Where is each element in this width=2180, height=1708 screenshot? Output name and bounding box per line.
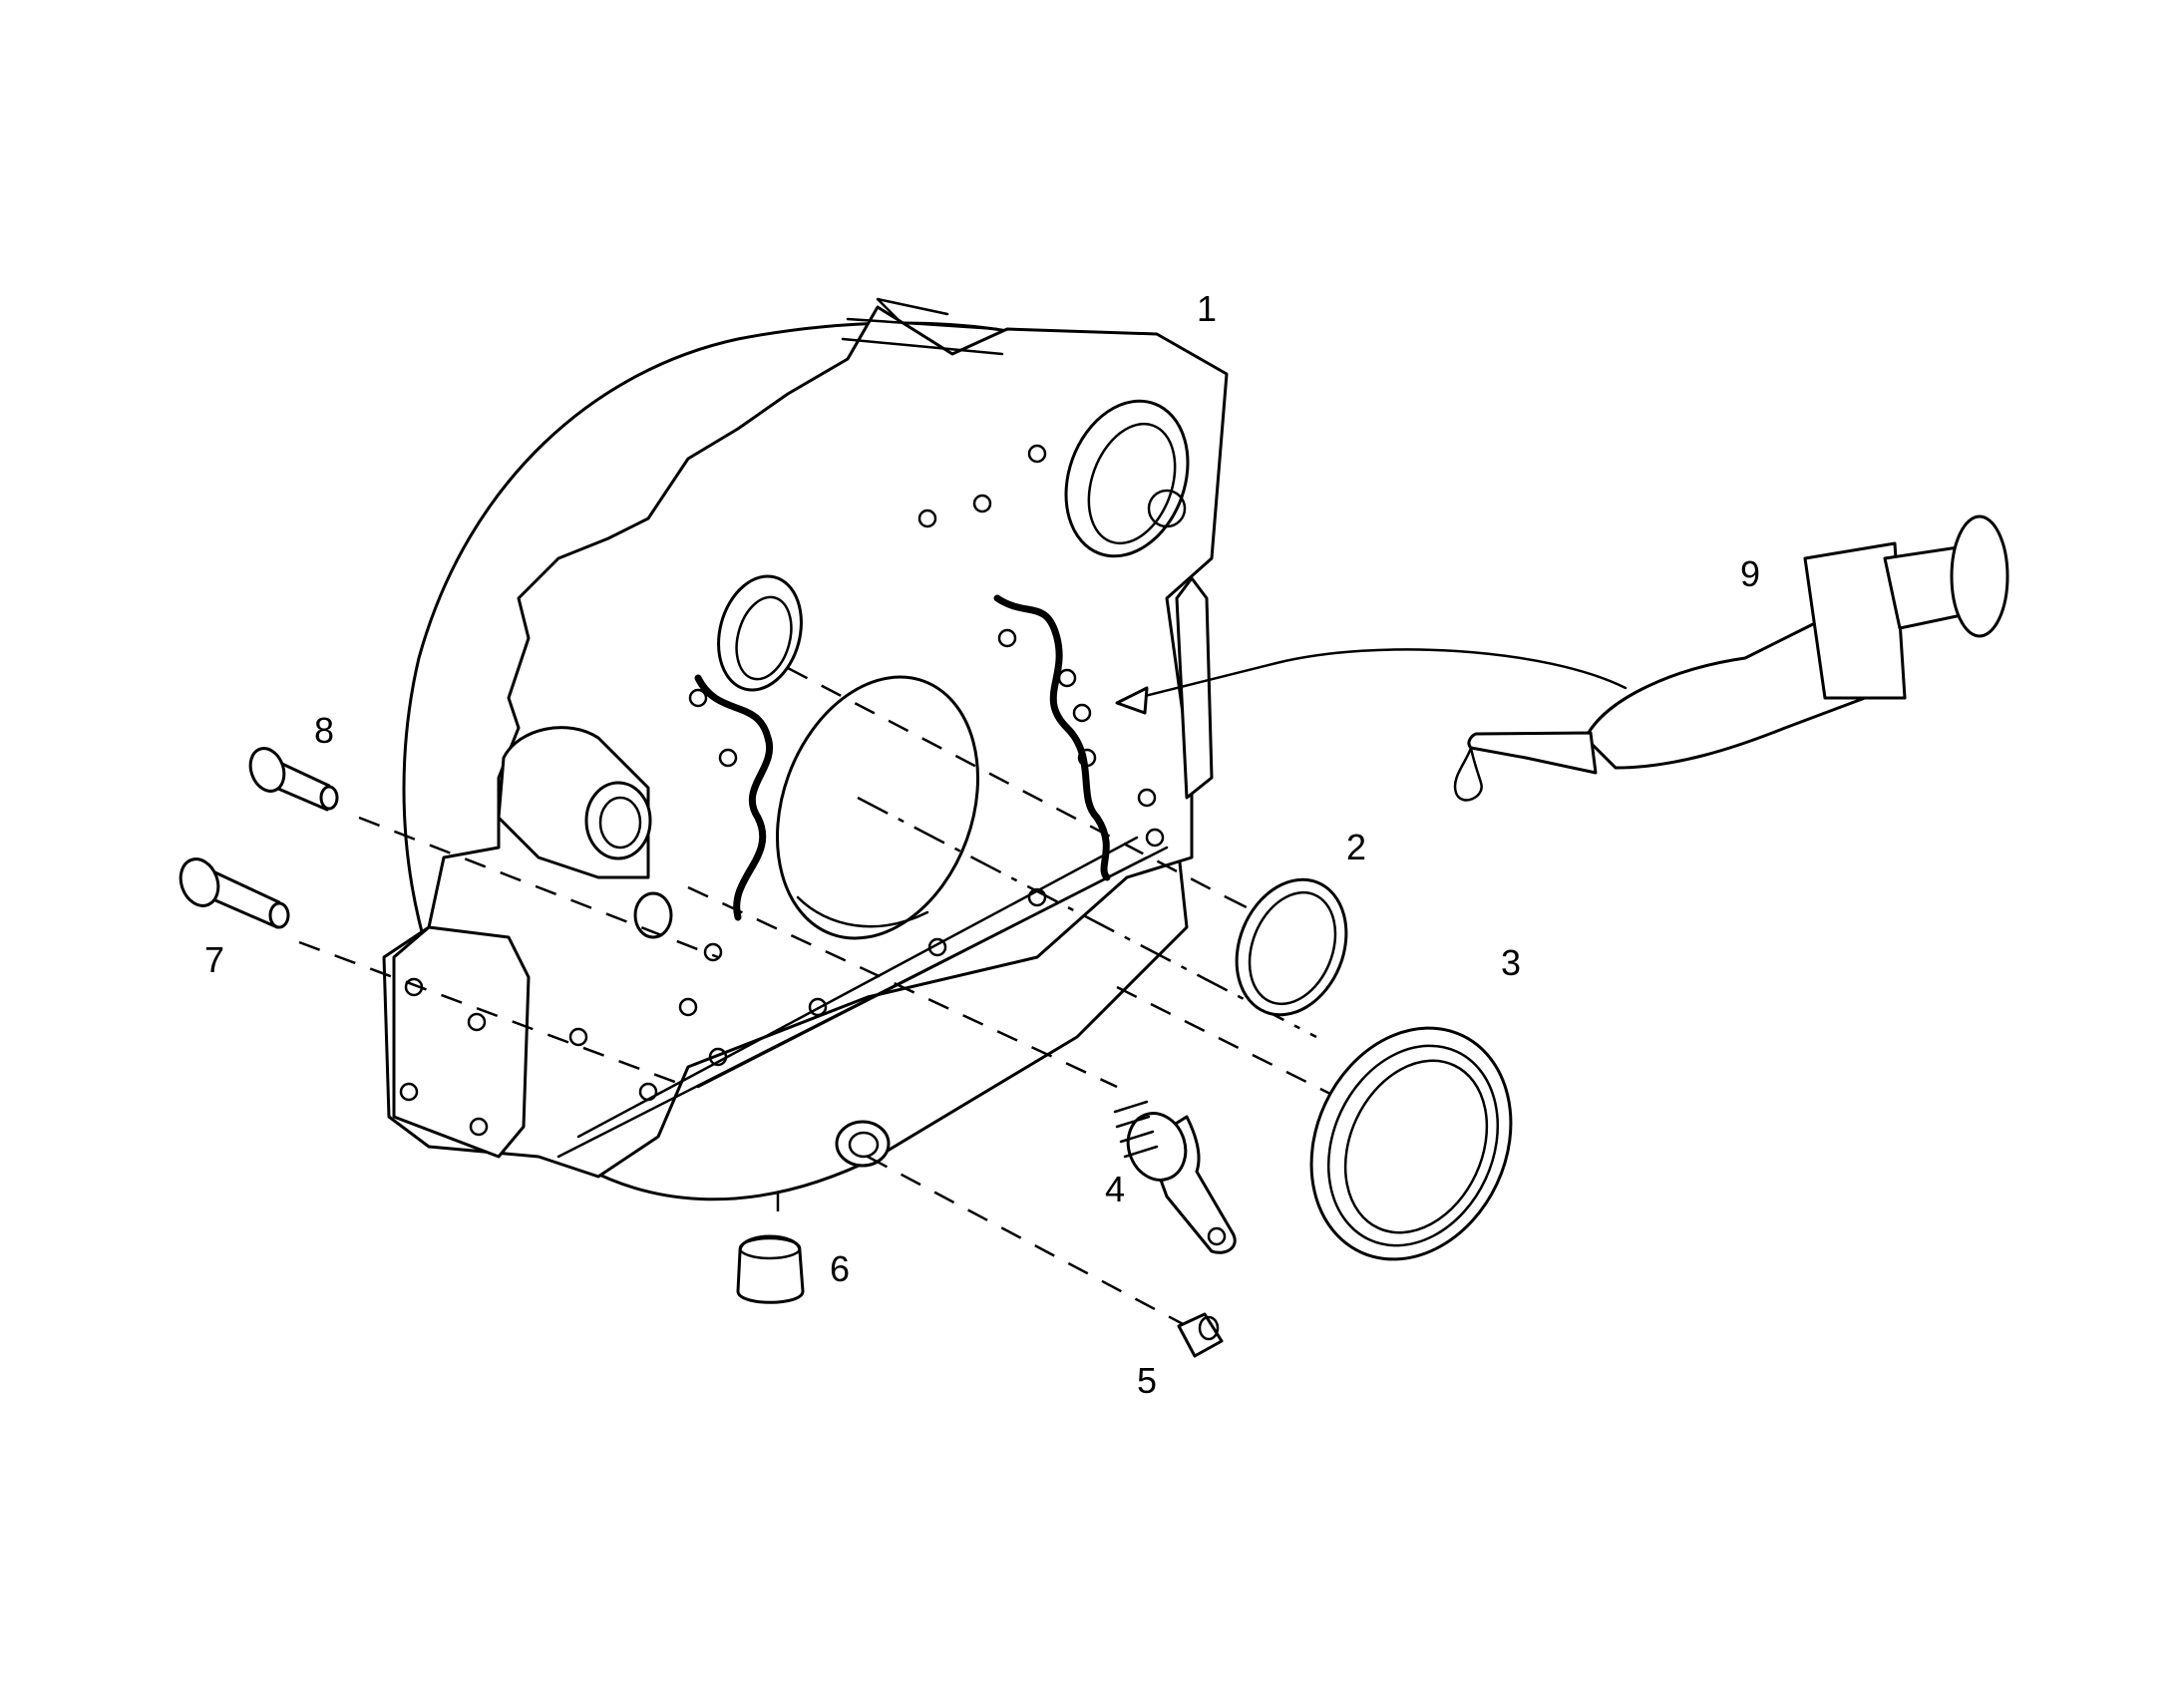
housing-drain-boss — [835, 1120, 891, 1168]
o-ring — [1235, 877, 1348, 1017]
tube-collar — [1803, 541, 1907, 700]
sensor-threads — [1113, 1100, 1159, 1159]
callout-2: 2 — [1346, 827, 1366, 867]
callout-3: 3 — [1501, 942, 1521, 983]
housing-port-upper-inner — [735, 595, 793, 681]
housing-mount-pad — [392, 925, 531, 1159]
callout-5: 5 — [1137, 1360, 1157, 1401]
callout-4: 4 — [1105, 1169, 1125, 1209]
tube-end-cap — [1950, 514, 2009, 638]
bolt-short — [248, 747, 339, 812]
bolt-long — [179, 857, 290, 929]
callout-9: 9 — [1740, 553, 1760, 594]
housing-upper-opening-inner — [1087, 422, 1177, 545]
cap — [736, 1234, 805, 1304]
seal-ring — [1309, 1026, 1513, 1261]
sensor — [1113, 1100, 1237, 1254]
callout-labels: 1 2 3 4 5 6 7 8 9 — [204, 288, 1760, 1401]
callout-6: 6 — [830, 1248, 850, 1289]
callout-7: 7 — [204, 939, 224, 980]
housing-upper-boss — [1147, 489, 1187, 528]
callout-8: 8 — [314, 710, 334, 751]
line-part-4 — [687, 885, 1118, 1089]
line-part-7 — [298, 940, 689, 1089]
housing-right-box — [1175, 576, 1214, 800]
housing-drain-boss-inner — [848, 1131, 880, 1159]
pad-hole-3 — [399, 1082, 419, 1102]
housing-center-bore-lip — [796, 895, 929, 928]
housing-top-ridges — [841, 297, 1004, 356]
line-part-5 — [867, 1155, 1188, 1328]
housing-bottom-rib — [556, 836, 1169, 1159]
assembly-lines — [298, 666, 1417, 1328]
pad-hole-2 — [467, 1012, 487, 1032]
tube-drop — [1453, 746, 1483, 802]
line-part-8 — [358, 816, 719, 959]
line-part-2 — [787, 666, 1228, 899]
plug — [1177, 1312, 1224, 1358]
flywheel-housing — [382, 297, 1229, 1201]
sealant-leader-arrow — [1115, 686, 1149, 715]
callout-1: 1 — [1197, 288, 1217, 329]
line-part-2-cont — [1226, 895, 1248, 909]
pad-hole-4 — [469, 1117, 489, 1137]
sealant-tube — [1453, 514, 2009, 802]
housing-boss-lower — [633, 891, 673, 939]
housing-left-port-inner — [598, 796, 642, 850]
sealant-leader — [1115, 648, 1628, 705]
tube-nozzle — [1467, 731, 1598, 775]
sensor-bracket-hole — [1207, 1226, 1227, 1246]
centerline-part-3 — [857, 796, 1317, 1039]
